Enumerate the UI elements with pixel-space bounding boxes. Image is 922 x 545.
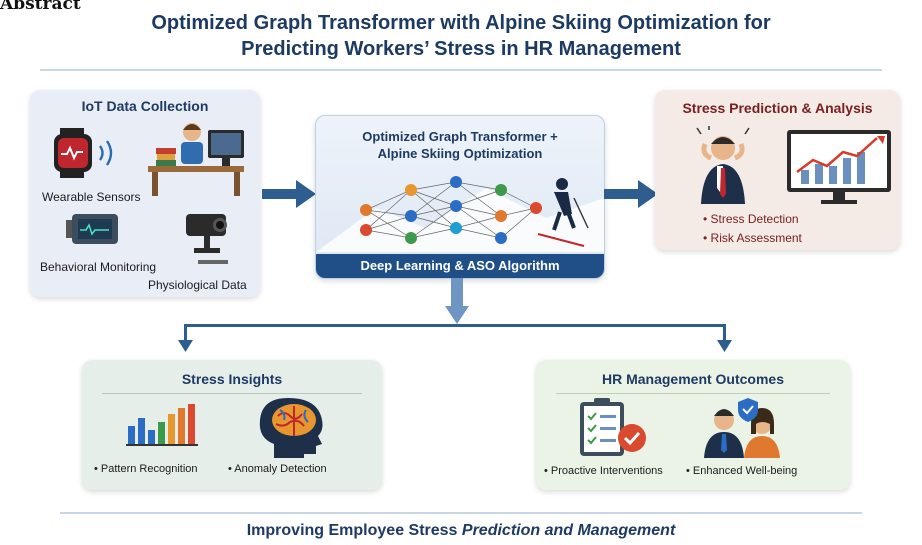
diagram-title: Optimized Graph Transformer with Alpine … — [0, 10, 922, 62]
behavioral-monitoring-label: Behavioral Monitoring — [40, 260, 157, 274]
iot-box-title: IoT Data Collection — [81, 98, 209, 114]
anomaly-detection-bullet: • Anomaly Detection — [228, 463, 327, 475]
deep-learning-banner: Deep Learning & ASO Algorithm — [316, 254, 604, 278]
proactive-interventions-bullet: • Proactive Interventions — [544, 465, 663, 477]
enhanced-wellbeing-bullet: • Enhanced Well-being — [686, 465, 798, 477]
iot-data-collection-box: IoT Data Collection Wearable Sensors — [30, 90, 260, 297]
hr-outcomes-box: HR Management Outcomes • Proactive Inter… — [536, 360, 850, 490]
monitor-device-icon — [66, 214, 118, 244]
skier-icon — [537, 178, 589, 247]
smartwatch-icon — [54, 128, 113, 178]
stress-detection-bullet: • Stress Detection — [703, 212, 799, 226]
graph-transformer-box: Optimized Graph Transformer + Alpine Ski… — [315, 115, 605, 279]
transformer-title-line-2: Alpine Skiing Optimization — [377, 146, 543, 161]
footer-part-2: Prediction and Management — [461, 522, 676, 539]
hr-outcomes-title: HR Management Outcomes — [601, 371, 785, 387]
pattern-recognition-bullet: • Pattern Recognition — [94, 463, 198, 475]
footer-divider — [60, 512, 862, 514]
transformer-title-line-1: Optimized Graph Transformer + — [362, 129, 558, 144]
brain-head-icon — [259, 398, 323, 458]
arrow-to-transformer — [262, 180, 316, 208]
desk-worker-icon — [148, 123, 244, 196]
title-divider — [40, 69, 882, 71]
footer-part-1: Improving Employee Stress — [246, 522, 462, 539]
footer-caption: Improving Employee Stress Prediction and… — [0, 522, 922, 540]
title-line-1: Optimized Graph Transformer with Alpine … — [151, 12, 771, 34]
stress-prediction-box: Stress Prediction & Analysis • Stress De… — [655, 90, 900, 250]
abstract-label: Abstract — [0, 0, 81, 14]
stress-prediction-title: Stress Prediction & Analysis — [682, 100, 873, 116]
arrow-to-prediction — [604, 180, 658, 208]
checklist-icon — [580, 398, 646, 456]
projector-camera-icon — [186, 214, 228, 264]
insights-divider — [102, 393, 362, 394]
stressed-person-icon — [696, 126, 750, 204]
graph-transformer-title: Optimized Graph Transformer + Alpine Ski… — [316, 128, 604, 162]
bar-chart-icon — [126, 404, 198, 446]
employees-shield-icon — [704, 398, 780, 458]
title-line-2: Predicting Workers’ Stress in HR Managem… — [241, 38, 681, 60]
risk-assessment-bullet: • Risk Assessment — [703, 231, 802, 245]
wearable-sensors-label: Wearable Sensors — [42, 190, 141, 204]
physiological-data-label: Physiological Data — [148, 278, 247, 292]
hr-divider — [556, 393, 830, 394]
rising-chart-monitor-icon — [787, 130, 891, 204]
neural-network-graphic — [316, 176, 604, 252]
branch-connector — [178, 278, 732, 352]
stress-insights-box: Stress Insights • Pattern Recognition • … — [82, 360, 382, 490]
stress-insights-title: Stress Insights — [181, 371, 283, 387]
